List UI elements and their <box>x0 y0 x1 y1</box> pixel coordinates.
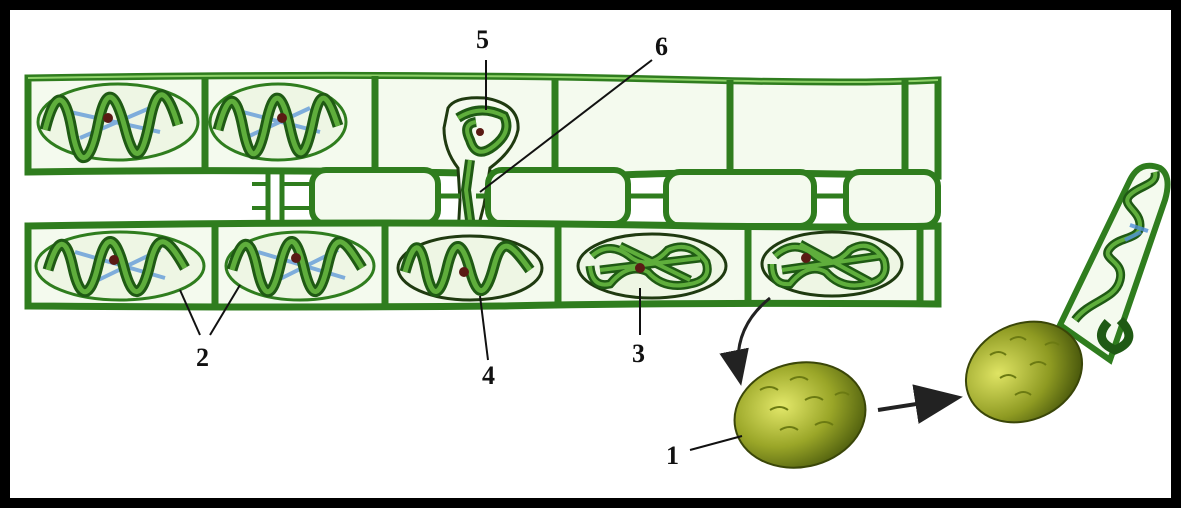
label-3: 3 <box>632 339 645 368</box>
lower-cell-4 <box>578 234 726 298</box>
label-4: 4 <box>482 361 495 390</box>
lower-cell-3 <box>398 236 542 300</box>
upper-cell-2 <box>210 84 346 160</box>
curved-arrow-icon <box>738 298 770 380</box>
straight-arrow-icon <box>878 398 955 410</box>
upper-cell-1 <box>38 84 198 160</box>
zygote <box>725 350 876 479</box>
lower-cell-2 <box>226 232 374 300</box>
label-5: 5 <box>476 25 489 54</box>
lower-cell-1 <box>36 232 204 300</box>
germinating-zygote <box>949 166 1167 441</box>
lower-cell-5 <box>762 232 902 296</box>
label-1: 1 <box>666 441 679 470</box>
label-2: 2 <box>196 343 209 372</box>
label-6: 6 <box>655 32 668 61</box>
